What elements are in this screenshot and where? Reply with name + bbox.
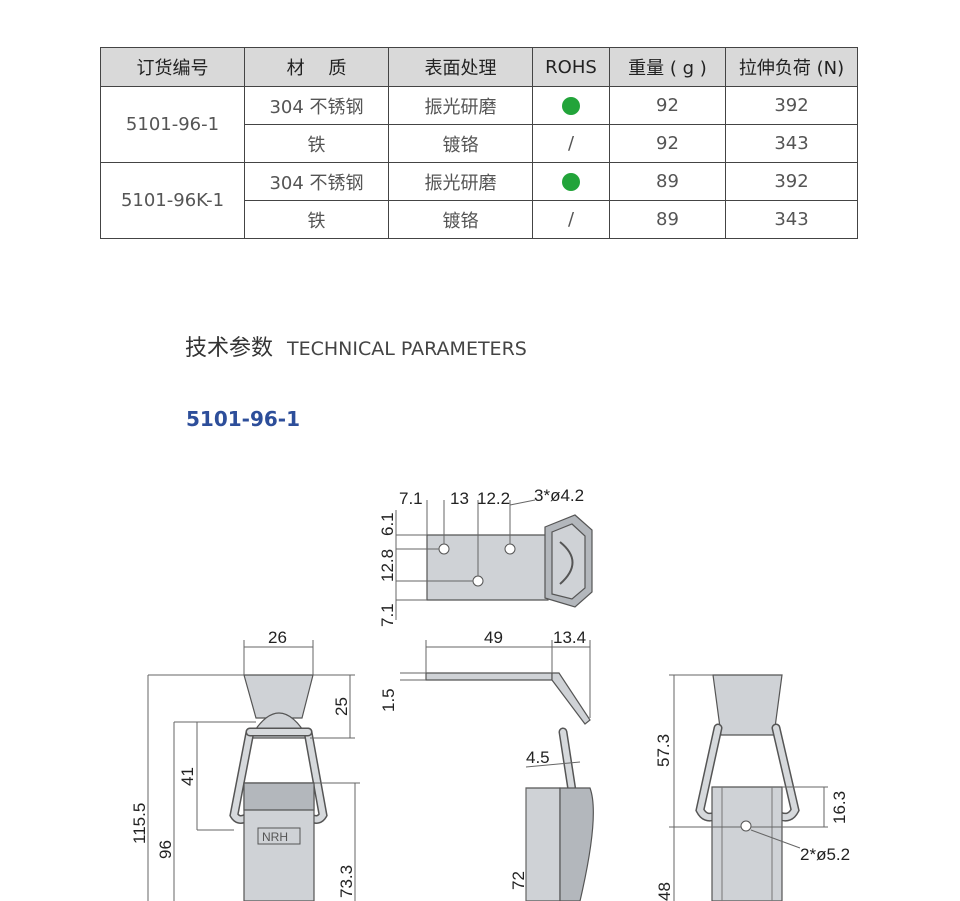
model-title: 5101-96-1 [186,407,301,431]
load-cell: 392 [725,162,858,201]
model-cell: 5101-96K-1 [100,162,245,239]
rohs-dot-icon [562,173,580,191]
weight-cell: 92 [609,124,726,163]
dim-top-v3: 7.1 [378,603,397,627]
load-cell: 343 [725,200,858,239]
weight-cell: 89 [609,200,726,239]
dim-top-h2: 13 [450,489,469,508]
dim-side-a: 4.5 [526,748,550,767]
back-view [669,674,828,901]
material-cell: 铁 [244,124,389,163]
section-heading: 技术参数 TECHNICAL PARAMETERS [185,330,527,362]
dim-back-v1: 57.3 [654,734,673,767]
model-cell: 5101-96-1 [100,86,245,163]
rohs-cell: / [532,124,610,163]
top-view [395,499,593,620]
technical-drawing: 7.1 13 12.2 3*ø4.2 6.1 12.8 7.1 49 13.4 … [130,486,850,901]
load-cell: 392 [725,86,858,125]
spec-table: 订货编号 材 质 表面处理 ROHS 重量 ( g ) 拉伸负荷 (N) 510… [100,47,858,239]
svg-text:NRH: NRH [262,830,288,844]
finish-cell: 镀铬 [388,200,533,239]
front-view: NRH [147,640,360,901]
table-header-row: 订货编号 材 质 表面处理 ROHS 重量 ( g ) 拉伸负荷 (N) [100,47,858,87]
weight-cell: 89 [609,162,726,201]
material-cell: 304 不锈钢 [244,86,389,125]
material-cell: 铁 [244,200,389,239]
dim-front-v3: 115.5 [130,803,149,844]
header-load: 拉伸负荷 (N) [725,47,858,87]
header-material: 材 质 [244,47,389,87]
table-row: 5101-96-1 304 不锈钢 振光研磨 92 392 [100,86,858,163]
finish-cell: 镀铬 [388,124,533,163]
rohs-cell [532,86,610,125]
rohs-cell [532,162,610,201]
dim-front-v1: 25 [332,697,351,716]
finish-cell: 振光研磨 [388,162,533,201]
dim-top-holes: 3*ø4.2 [534,486,584,505]
table-row: 铁 镀铬 / 89 343 [101,200,858,239]
dim-side-t: 1.5 [379,688,398,712]
dim-side-v: 72 [509,871,528,890]
material-cell: 304 不锈钢 [244,162,389,201]
dim-front-w: 26 [268,628,287,647]
section-title-en: TECHNICAL PARAMETERS [287,338,527,360]
header-finish: 表面处理 [388,47,533,87]
header-weight: 重量 ( g ) [609,47,726,87]
dim-top-v1: 6.1 [378,512,397,536]
side-view [400,640,594,901]
section-title-cn: 技术参数 [185,336,274,361]
dim-front-v5: 73.3 [337,865,356,898]
finish-cell: 振光研磨 [388,86,533,125]
dim-front-v4: 96 [156,840,175,859]
dim-back-holes: 2*ø5.2 [800,845,850,864]
dim-back-v3: 48 [655,882,674,901]
dim-side-w1: 49 [484,628,503,647]
weight-cell: 92 [609,86,726,125]
dim-top-v2: 12.8 [378,549,397,582]
dim-front-v2: 41 [178,767,197,786]
dim-top-h1: 7.1 [399,489,423,508]
load-cell: 343 [725,124,858,163]
dim-top-h3: 12.2 [477,489,510,508]
table-row: 5101-96K-1 304 不锈钢 振光研磨 89 392 [100,162,858,239]
header-order-no: 订货编号 [100,47,245,87]
dim-side-w2: 13.4 [553,628,586,647]
table-row: 铁 镀铬 / 92 343 [101,124,858,163]
dim-back-v2: 16.3 [830,791,849,824]
rohs-cell: / [532,200,610,239]
rohs-dot-icon [562,97,580,115]
header-rohs: ROHS [532,47,610,87]
